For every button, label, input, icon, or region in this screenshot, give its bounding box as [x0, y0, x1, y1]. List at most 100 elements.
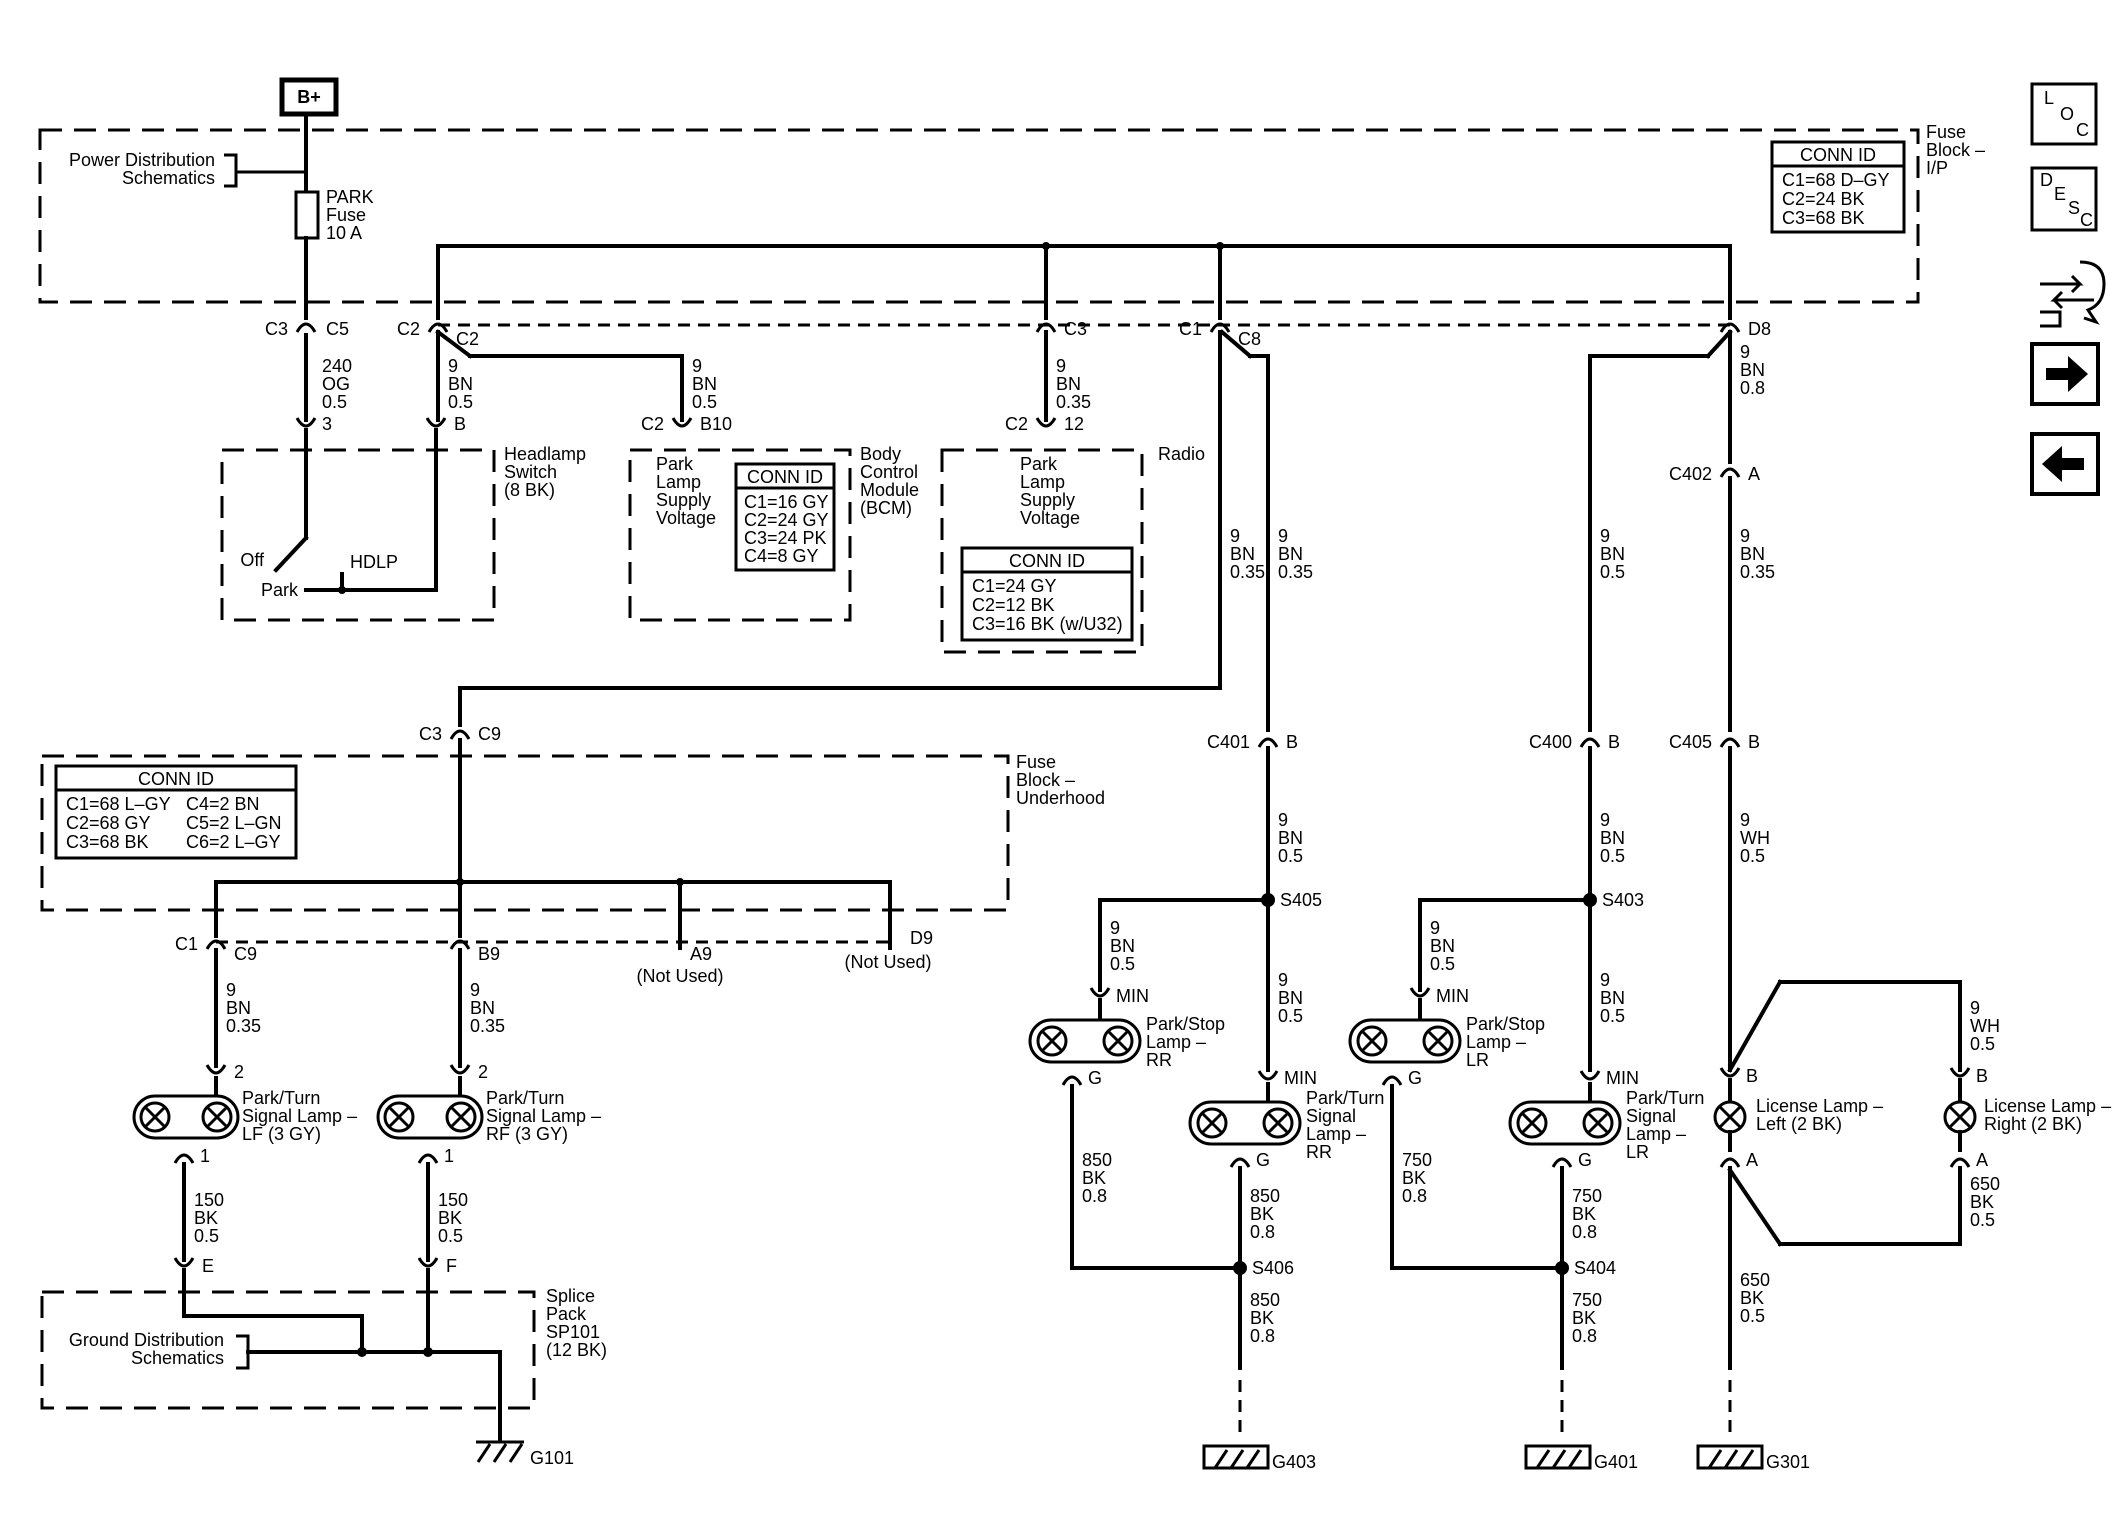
gds-line1: Ground Distribution [69, 1330, 224, 1350]
lamp-rr-turn-2: Signal [1306, 1106, 1356, 1126]
pin-a402: A [1748, 464, 1760, 484]
wc400-1: 9 [1600, 526, 1610, 546]
conn-id-bcm-table [734, 462, 836, 572]
w750a-1: 750 [1402, 1150, 1432, 1170]
desc-c: C [2080, 210, 2093, 230]
conn-c8: C8 [1238, 329, 1261, 349]
pin-min3: MIN [1436, 986, 1469, 1006]
conn-id-radio-title: CONN ID [1009, 551, 1085, 571]
pin-b9: B9 [478, 944, 500, 964]
ground-g401 [1524, 1444, 1592, 1470]
pin-g1: G [1088, 1068, 1102, 1088]
w150b-3: 0.5 [438, 1226, 463, 1246]
w850a-2: BK [1082, 1168, 1106, 1188]
conn-id-uh-r2: C5=2 L–GN [186, 813, 282, 833]
radio-supply-3: Supply [1020, 490, 1075, 510]
lamp-lr-turn-2: Signal [1626, 1106, 1676, 1126]
desc-s: S [2068, 198, 2080, 218]
wrr2-3: 0.5 [1278, 1006, 1303, 1026]
wrr1-2: BN [1110, 936, 1135, 956]
fuse-block-uh-line3: Underhood [1016, 788, 1105, 808]
wrr1-3: 0.5 [1110, 954, 1135, 974]
desc-button[interactable]: D E S C [2030, 166, 2098, 232]
lic-right-2: Right (2 BK) [1984, 1114, 2082, 1134]
wlr2-3: 0.5 [1600, 1006, 1625, 1026]
conn-c3: C3 [265, 319, 288, 339]
lamp-park-turn-lr [1508, 1100, 1622, 1146]
pin-3: 3 [322, 414, 332, 434]
wc1-2: BN [1230, 544, 1255, 564]
ground-g301-label: G301 [1766, 1452, 1810, 1472]
fuse-block-ip-line1: Fuse [1926, 122, 1966, 142]
ws405-3: 0.5 [1278, 846, 1303, 866]
conn-c3b: C3 [1064, 319, 1087, 339]
conn-c2b: C2 [456, 329, 479, 349]
radio-supply-2: Lamp [1020, 472, 1065, 492]
lamp-rr-turn-3: Lamp – [1306, 1124, 1366, 1144]
w9b-2: BN [692, 374, 717, 394]
lamp-lf-3: LF (3 GY) [242, 1124, 321, 1144]
wd8-3: 0.8 [1740, 378, 1765, 398]
fuse-block-uh-line2: Block – [1016, 770, 1075, 790]
w750a-2: BK [1402, 1168, 1426, 1188]
radio-supply-1: Park [1020, 454, 1058, 474]
w850a-1: 850 [1082, 1150, 1112, 1170]
w150a-1: 150 [194, 1190, 224, 1210]
w650a-2: BK [1740, 1288, 1764, 1308]
lamp-lr-turn-4: LR [1626, 1142, 1649, 1162]
pin-12: 12 [1064, 414, 1084, 434]
pin-b405: B [1748, 732, 1760, 752]
switch-hdlp: HDLP [350, 552, 398, 572]
ws403-3: 0.5 [1600, 846, 1625, 866]
sp-line3: SP101 [546, 1322, 600, 1342]
ws405-1: 9 [1278, 810, 1288, 830]
conn-id-uh-l1: C1=68 L–GY [66, 794, 171, 814]
next-page-button[interactable] [2030, 342, 2100, 406]
conn-id-ip-3: C3=68 BK [1782, 208, 1865, 228]
splice-s404 [1555, 1261, 1569, 1275]
w650b-3: 0.5 [1970, 1210, 1995, 1230]
conn-c3c: C3 [419, 724, 442, 744]
pds-line2: Schematics [122, 168, 215, 188]
lamp-lf-1: Park/Turn [242, 1088, 320, 1108]
conn-c400: C400 [1529, 732, 1572, 752]
wrr1-1: 9 [1110, 918, 1120, 938]
w850c-1: 850 [1250, 1290, 1280, 1310]
conn-c402: C402 [1669, 464, 1712, 484]
conn-id-radio-1: C1=24 GY [972, 576, 1057, 596]
sp-line1: Splice [546, 1286, 595, 1306]
pin-min4: MIN [1606, 1068, 1639, 1088]
pin-lb1: B [1746, 1066, 1758, 1086]
w850b-1: 850 [1250, 1186, 1280, 1206]
not-used-a: (Not Used) [636, 966, 723, 986]
w750c-2: BK [1572, 1308, 1596, 1328]
loc-button[interactable]: L O C [2030, 82, 2098, 146]
wc1-1: 9 [1230, 526, 1240, 546]
conn-c9: C9 [478, 724, 501, 744]
previous-page-button[interactable] [2030, 432, 2100, 496]
w9b-1: 9 [692, 356, 702, 376]
fuse-block-underhood-box [40, 754, 1010, 912]
splice-s406-label: S406 [1252, 1258, 1294, 1278]
wwhr-2: WH [1970, 1016, 2000, 1036]
lamp-park-turn-lf [132, 1094, 240, 1140]
headlamp-line1: Headlamp [504, 444, 586, 464]
wc2-2: BN [1278, 544, 1303, 564]
connector-swap-icon[interactable] [2040, 260, 2106, 328]
wrf-3: 0.35 [470, 1016, 505, 1036]
conn-id-ip-title: CONN ID [1800, 145, 1876, 165]
conn-id-bcm-1: C1=16 GY [744, 492, 829, 512]
pin-min2: MIN [1284, 1068, 1317, 1088]
loc-l: L [2044, 88, 2054, 108]
wc400-2: BN [1600, 544, 1625, 564]
conn-c2a: C2 [397, 319, 420, 339]
lamp-park-stop-lr [1348, 1018, 1462, 1064]
splice-s406 [1233, 1261, 1247, 1275]
pin-g4: G [1578, 1150, 1592, 1170]
loc-c: C [2076, 120, 2089, 140]
w750b-3: 0.8 [1572, 1222, 1597, 1242]
lic-left-2: Left (2 BK) [1756, 1114, 1842, 1134]
bplus-label: B+ [297, 87, 321, 107]
bcm-line4: (BCM) [860, 498, 912, 518]
